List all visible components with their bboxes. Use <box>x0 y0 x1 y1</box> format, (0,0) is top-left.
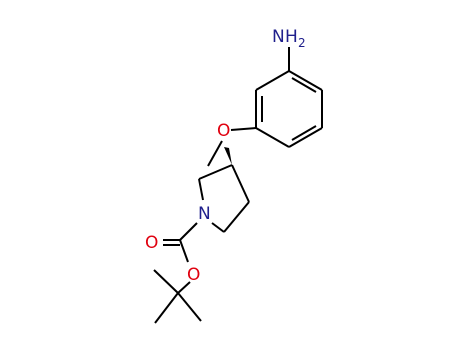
bond <box>153 269 179 294</box>
carbonyl-oxygen-label: O <box>145 233 158 253</box>
bond <box>230 127 257 131</box>
bond <box>154 292 179 324</box>
bond <box>291 77 317 93</box>
ring-nitrogen-label: N <box>198 204 211 224</box>
bond <box>211 222 225 233</box>
bond <box>255 70 290 91</box>
bond <box>255 127 290 148</box>
bond <box>179 222 198 241</box>
bond <box>177 281 191 294</box>
pyrrolidine-ring <box>198 164 250 233</box>
amine-hydrogen-label: H <box>285 27 298 47</box>
bond <box>177 292 202 322</box>
ester-oxygen-label: O <box>187 265 200 285</box>
bond <box>207 140 223 167</box>
stereo-wedge <box>224 147 232 165</box>
amine-subscript-label: 2 <box>298 36 306 50</box>
ether-oxygen-label: O <box>217 121 230 141</box>
bond <box>179 239 189 263</box>
bond <box>288 127 323 148</box>
bond <box>291 125 317 141</box>
benzene-ring <box>255 70 323 148</box>
bond <box>198 178 204 201</box>
bond <box>231 164 250 203</box>
bond <box>288 70 323 91</box>
bond <box>223 201 250 233</box>
bond <box>198 164 233 180</box>
amine-nitrogen-label: N <box>272 27 285 47</box>
